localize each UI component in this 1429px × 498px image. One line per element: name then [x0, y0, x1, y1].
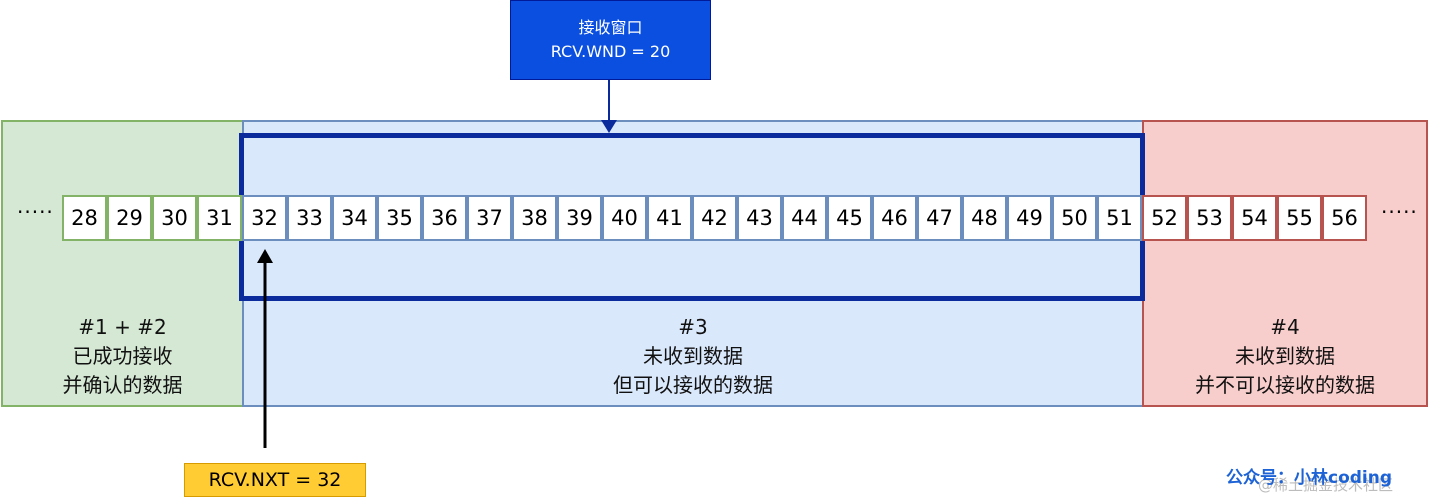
- watermark-account: 公众号：小林coding: [1226, 468, 1393, 488]
- region-not-receivable: [1142, 120, 1428, 407]
- region-green-line1: #1 + #2: [78, 315, 167, 339]
- window-arrow-head: [601, 120, 617, 133]
- rcv-nxt-label: RCV.NXT = 32: [184, 463, 366, 497]
- region-red-line3: 并不可以接收的数据: [1195, 373, 1375, 397]
- seq-cell-blue: 49: [1007, 195, 1052, 241]
- seq-cell-blue: 33: [287, 195, 332, 241]
- receive-window-label: 接收窗口 RCV.WND = 20: [510, 0, 711, 80]
- region-blue-line3: 但可以接收的数据: [613, 373, 773, 397]
- watermark-community: @稀土掘金技术社区: [1258, 476, 1394, 494]
- seq-cell-blue: 40: [602, 195, 647, 241]
- region-green-line3: 并确认的数据: [62, 373, 183, 397]
- seq-cell-red: 52: [1142, 195, 1187, 241]
- seq-cell-green: 31: [197, 195, 242, 241]
- rcv-nxt-arrow-head: [257, 249, 273, 263]
- ellipsis-left: ·····: [17, 200, 54, 224]
- region-red-line1: #4: [1270, 315, 1300, 339]
- seq-cell-blue: 37: [467, 195, 512, 241]
- seq-cell-blue: 47: [917, 195, 962, 241]
- seq-cell-blue: 32: [242, 195, 287, 241]
- region-red-line2: 未收到数据: [1235, 344, 1335, 368]
- seq-cell-green: 28: [62, 195, 107, 241]
- seq-cell-green: 30: [152, 195, 197, 241]
- seq-cell-blue: 34: [332, 195, 377, 241]
- seq-cell-blue: 39: [557, 195, 602, 241]
- seq-cell-blue: 38: [512, 195, 557, 241]
- region-received-acked: [1, 120, 244, 407]
- region-red-text: #4 未收到数据 并不可以接收的数据: [1142, 313, 1428, 400]
- seq-cell-blue: 48: [962, 195, 1007, 241]
- region-blue-line1: #3: [678, 315, 708, 339]
- seq-cell-blue: 36: [422, 195, 467, 241]
- seq-cell-blue: 41: [647, 195, 692, 241]
- receive-window-size: RCV.WND = 20: [550, 42, 671, 61]
- region-green-line2: 已成功接收: [72, 344, 173, 368]
- seq-cell-blue: 46: [872, 195, 917, 241]
- seq-cell-blue: 51: [1097, 195, 1142, 241]
- region-blue-text: #3 未收到数据 但可以接收的数据: [242, 313, 1144, 400]
- seq-cell-blue: 35: [377, 195, 422, 241]
- ellipsis-right: ·····: [1381, 200, 1418, 224]
- seq-cell-green: 29: [107, 195, 152, 241]
- receive-window-title: 接收窗口: [578, 18, 643, 37]
- seq-cell-red: 56: [1322, 195, 1367, 241]
- seq-cell-blue: 45: [827, 195, 872, 241]
- seq-cell-red: 53: [1187, 195, 1232, 241]
- seq-cell-blue: 44: [782, 195, 827, 241]
- region-green-text: #1 + #2 已成功接收 并确认的数据: [1, 313, 244, 400]
- seq-cell-red: 55: [1277, 195, 1322, 241]
- seq-cell-blue: 42: [692, 195, 737, 241]
- seq-cell-blue: 43: [737, 195, 782, 241]
- region-blue-line2: 未收到数据: [643, 344, 743, 368]
- seq-cell-red: 54: [1232, 195, 1277, 241]
- seq-cell-blue: 50: [1052, 195, 1097, 241]
- region-receivable: [242, 120, 1144, 407]
